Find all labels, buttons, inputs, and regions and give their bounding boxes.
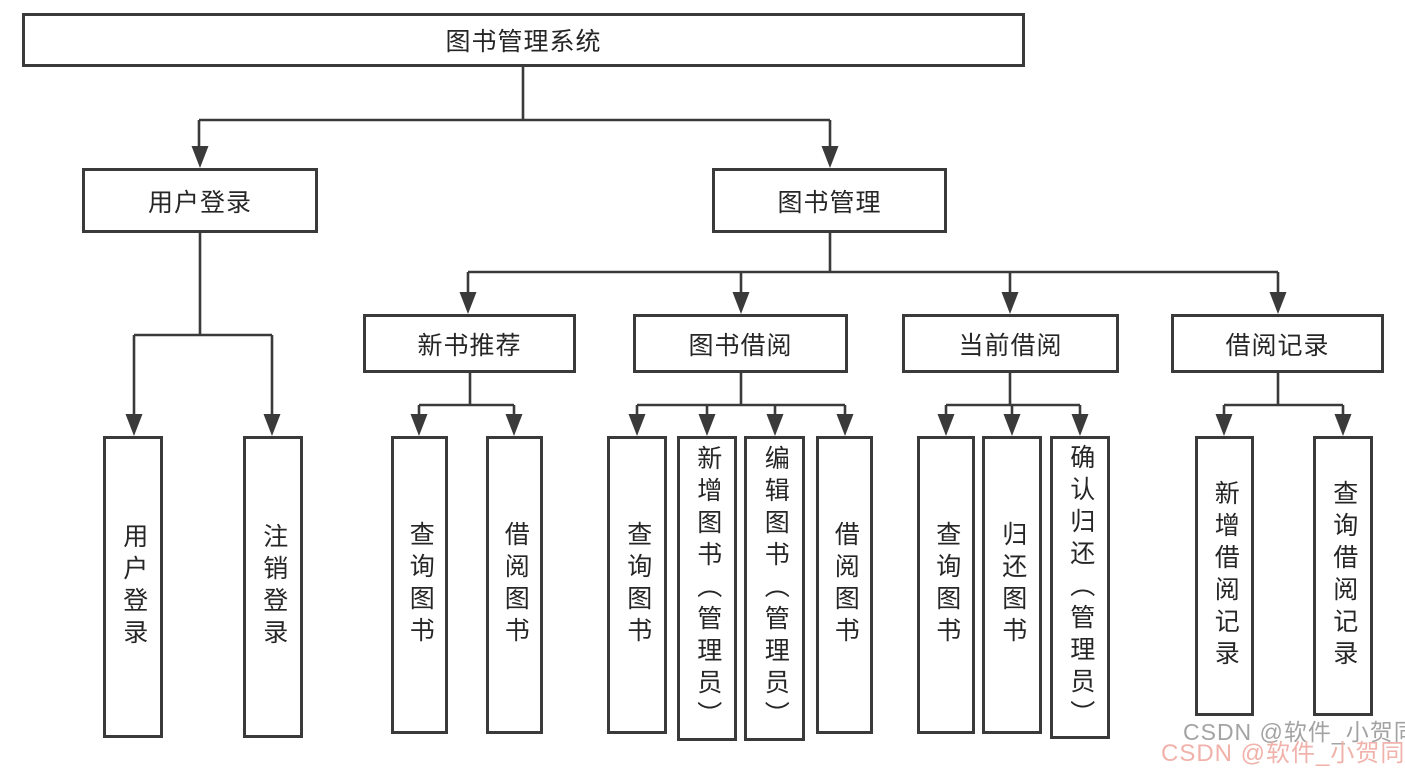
leaf-query-books-2: 查询图书 — [607, 436, 667, 734]
diagram-canvas: 图书管理系统 用户登录 图书管理 新书推荐 图书借阅 当前借阅 借阅记录 用户登… — [22, 13, 1405, 767]
connector-book-management-to-level2 — [466, 233, 1280, 296]
leaf-confirm-return-admin: 确认归还（管理员） — [1050, 436, 1110, 739]
node-current-borrowing: 当前借阅 — [902, 314, 1119, 373]
node-label: 查询图书 — [932, 521, 961, 649]
connector-lines — [125, 67, 1352, 436]
node-label: 新增借阅记录 — [1211, 480, 1240, 672]
leaf-user-login: 用户登录 — [103, 436, 163, 738]
leaf-return-books: 归还图书 — [982, 436, 1042, 734]
node-label: 图书管理 — [777, 188, 882, 217]
connector-new-book-rec-to-leaves — [417, 373, 516, 420]
node-label: 查询借阅记录 — [1329, 480, 1358, 672]
node-label: 用户登录 — [119, 523, 148, 651]
node-label: 新书推荐 — [417, 331, 522, 360]
node-label: 归还图书 — [998, 521, 1027, 649]
node-label: 注销登录 — [259, 523, 288, 651]
node-label: 编辑图书（管理员） — [761, 444, 790, 733]
leaf-add-borrow-record: 新增借阅记录 — [1195, 436, 1254, 716]
node-label: 图书借阅 — [688, 331, 793, 360]
node-label: 用户登录 — [147, 188, 252, 217]
watermark-csdn: CSDN @软件_小贺同学 — [1183, 719, 1405, 745]
node-borrowing-records: 借阅记录 — [1171, 314, 1384, 373]
connector-root-to-level1 — [197, 67, 832, 150]
node-label: 当前借阅 — [958, 331, 1063, 360]
node-label: 新增图书（管理员） — [693, 444, 722, 733]
node-label: 借阅图书 — [501, 521, 530, 649]
connector-user-login-to-leaves — [132, 233, 274, 418]
arrowheads — [125, 146, 1352, 436]
connector-current-borrowing-to-leaves — [944, 373, 1082, 420]
leaf-query-books-3: 查询图书 — [917, 436, 975, 734]
node-label: 借阅图书 — [831, 521, 860, 649]
node-book-management: 图书管理 — [712, 168, 947, 233]
leaf-logout: 注销登录 — [243, 436, 303, 738]
node-label: 图书管理系统 — [445, 28, 602, 56]
node-label: 借阅记录 — [1225, 331, 1330, 360]
node-label: 查询图书 — [623, 521, 652, 649]
node-label: 确认归还（管理员） — [1066, 443, 1095, 732]
leaf-add-books-admin: 新增图书（管理员） — [677, 436, 737, 741]
watermark-csdn-pink: CSDN @软件_小贺同学 — [1161, 740, 1405, 767]
node-book-borrowing: 图书借阅 — [633, 314, 848, 373]
leaf-query-books-1: 查询图书 — [391, 436, 448, 734]
leaf-borrow-books-2: 借阅图书 — [816, 436, 873, 734]
node-library-management-system: 图书管理系统 — [22, 13, 1025, 67]
connector-borrowing-records-to-leaves — [1222, 373, 1345, 420]
connector-book-borrowing-to-leaves — [635, 373, 847, 420]
node-user-login: 用户登录 — [82, 168, 318, 233]
leaf-borrow-books-1: 借阅图书 — [486, 436, 543, 734]
leaf-query-borrow-record: 查询借阅记录 — [1313, 436, 1373, 716]
node-label: 查询图书 — [406, 521, 435, 649]
leaf-edit-books-admin: 编辑图书（管理员） — [744, 436, 805, 741]
node-new-book-recommendation: 新书推荐 — [363, 314, 576, 373]
